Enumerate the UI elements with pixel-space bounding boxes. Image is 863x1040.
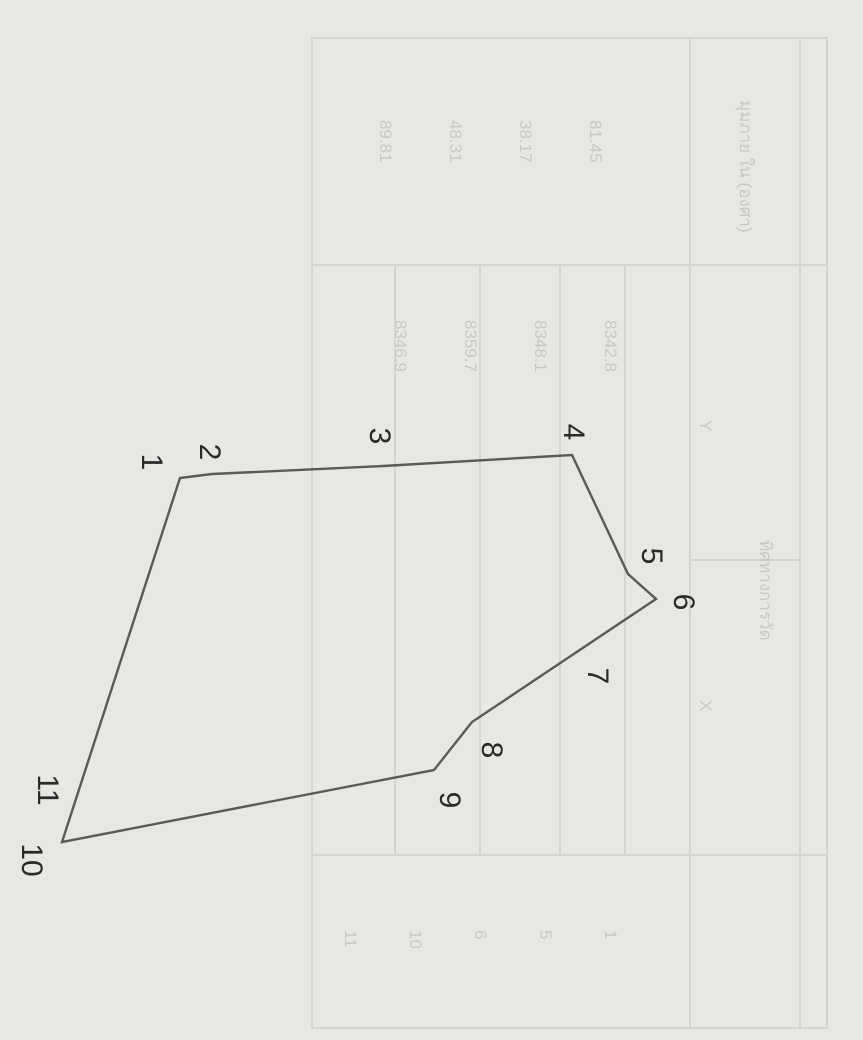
faint-left-value: 89.81 (376, 120, 395, 163)
faint-right-value: 10 (406, 930, 425, 949)
faint-mid-value: 8342.8 (601, 320, 620, 372)
vertex-labels: 1 2 3 4 5 6 7 8 9 10 11 (15, 424, 700, 877)
faint-col-y: Y (696, 420, 715, 431)
faint-left-value: 48.31 (446, 120, 465, 163)
faint-mid-value: 8348.1 (531, 320, 550, 372)
faint-left-value: 38.17 (516, 120, 535, 163)
faint-left-value: 81.45 (586, 120, 605, 163)
vertex-label-2: 2 (193, 444, 226, 461)
faint-background-table: ทิศทางการวัด มุมภาย ใน (องศา) Y X 81.45 3… (311, 37, 828, 1029)
faint-mid-value: 8359.7 (461, 320, 480, 372)
vertex-label-6: 6 (667, 594, 700, 611)
vertex-label-7: 7 (581, 668, 614, 685)
vertex-label-5: 5 (635, 548, 668, 565)
faint-mid-value: 8346.9 (391, 320, 410, 372)
faint-col-x: X (696, 700, 715, 711)
faint-left-header: มุมภาย ใน (องศา) (735, 100, 756, 233)
faint-right-value: 11 (341, 930, 360, 948)
vertex-label-1: 1 (135, 454, 168, 471)
vertex-label-3: 3 (363, 428, 396, 445)
faint-header: ทิศทางการวัด (756, 540, 775, 641)
faint-values: 81.4538.1748.3189.818342.88348.18359.783… (341, 120, 620, 949)
vertex-label-11: 11 (31, 774, 64, 805)
vertex-label-8: 8 (475, 742, 508, 759)
vertex-label-9: 9 (433, 792, 466, 809)
vertex-label-4: 4 (557, 424, 590, 441)
faint-right-value: 1 (601, 930, 620, 939)
faint-right-value: 5 (536, 930, 555, 939)
vertex-label-10: 10 (15, 843, 48, 876)
polygon-outline (60, 453, 658, 844)
faint-right-value: 6 (471, 930, 490, 939)
